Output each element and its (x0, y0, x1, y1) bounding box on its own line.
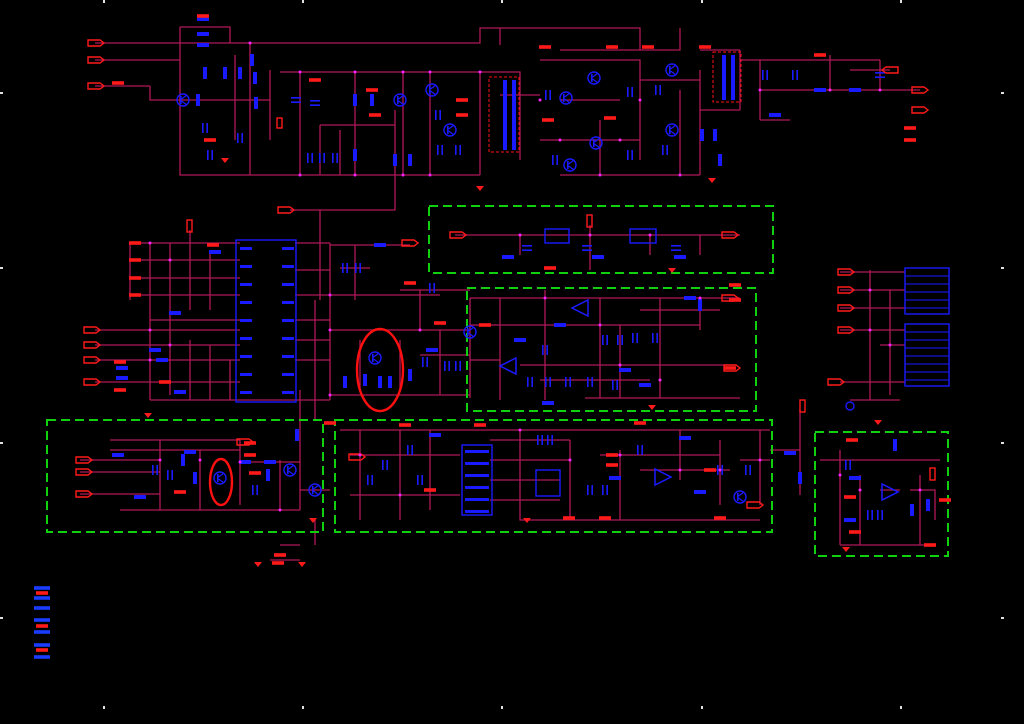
ic-chip-icon (235, 239, 297, 403)
junction-nodes (148, 41, 922, 512)
output-amp-section-box (814, 431, 949, 557)
highlight-box-transformer (488, 76, 520, 153)
highlight-box-transformer-2 (712, 51, 742, 103)
net-labels (36, 14, 951, 652)
section-boxes (46, 205, 949, 557)
highlight-ring-transistors (355, 327, 405, 413)
ic-chip-icon (461, 444, 493, 516)
input-filter-section-box (46, 419, 324, 533)
regulator-section-box (428, 205, 774, 274)
highlight-rings (208, 51, 742, 507)
frame-ticks (0, 0, 1004, 709)
components (34, 17, 950, 659)
op-amp-section-box (466, 287, 757, 412)
supply-markers (186, 117, 936, 481)
highlight-ring-filter (208, 457, 234, 507)
ic-processing-section-box (334, 419, 773, 533)
